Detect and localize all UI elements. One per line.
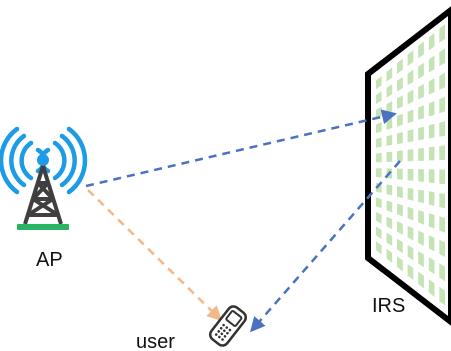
irs-element: [439, 24, 445, 43]
irs-element: [375, 197, 382, 209]
irs-element: [418, 105, 424, 120]
irs-element: [407, 149, 414, 162]
irs-element: [375, 137, 382, 148]
irs-element: [375, 122, 382, 134]
irs-element: [439, 263, 445, 282]
irs-element: [418, 210, 424, 225]
mobile-phone-icon: [208, 305, 248, 347]
irs-element: [428, 279, 435, 297]
irs-element: [397, 113, 403, 127]
irs-elements: [375, 24, 445, 306]
irs-element: [428, 213, 435, 229]
user-label: user: [136, 331, 175, 351]
irs-element: [418, 169, 424, 182]
irs-element: [428, 32, 435, 51]
irs-element: [375, 106, 382, 119]
irs-element: [428, 257, 435, 275]
irs-element: [397, 256, 403, 272]
irs-element: [397, 168, 403, 180]
irs-element: [407, 129, 414, 143]
irs-element: [407, 206, 414, 221]
irs-element: [439, 48, 445, 67]
irs-element: [386, 84, 393, 98]
irs-element: [407, 50, 414, 67]
irs-element: [407, 69, 414, 86]
irs-element: [418, 62, 424, 79]
irs-element: [407, 168, 414, 181]
irs-element: [397, 95, 403, 109]
irs-element: [428, 169, 435, 184]
irs-element: [397, 58, 403, 74]
irs-element: [375, 75, 382, 90]
irs-element: [439, 169, 445, 185]
irs-element: [397, 132, 403, 145]
irs-element: [439, 216, 445, 233]
irs-element: [428, 146, 435, 161]
irs-element: [386, 248, 393, 263]
irs-element: [375, 241, 382, 255]
link-ap-to-irs: [85, 109, 397, 188]
irs-element: [407, 187, 414, 201]
irs-element: [439, 145, 445, 161]
irs-element: [397, 186, 403, 199]
ap-label: AP: [36, 249, 63, 271]
irs-element: [397, 150, 403, 162]
irs-element: [375, 226, 382, 240]
irs-element: [375, 168, 382, 178]
irs-element: [418, 41, 424, 59]
irs-element: [418, 84, 424, 100]
irs-element: [397, 203, 403, 217]
irs-element: [439, 121, 445, 137]
irs-element: [407, 264, 414, 280]
irs-element: [386, 232, 393, 247]
irs-label: IRS: [372, 295, 406, 317]
irs-element: [439, 96, 445, 114]
link-ap-to-user: [87, 189, 223, 322]
irs-element: [407, 245, 414, 261]
irs-element: [386, 67, 393, 82]
irs-element: [428, 78, 435, 95]
irs-element: [418, 271, 424, 289]
irs-element: [439, 193, 445, 209]
irs-element: [397, 77, 403, 92]
irs-element: [386, 216, 393, 230]
irs-element: [418, 230, 424, 246]
antenna-tower-icon: [0, 126, 88, 230]
link-irs-to-user: [250, 160, 401, 333]
irs-element: [428, 191, 435, 206]
irs-element: [407, 225, 414, 241]
irs-element: [418, 251, 424, 268]
irs-element: [428, 55, 435, 73]
irs-panel: [365, 6, 451, 326]
irs-element: [386, 151, 393, 162]
irs-element: [386, 184, 393, 196]
irs-element: [418, 189, 424, 204]
irs-element: [397, 221, 403, 235]
irs-element: [428, 235, 435, 252]
irs-element: [407, 109, 414, 124]
irs-element: [407, 89, 414, 105]
irs-element: [386, 200, 393, 213]
irs-element: [428, 123, 435, 139]
irs-element: [375, 91, 382, 104]
irs-element: [439, 286, 445, 306]
irs-element: [418, 147, 424, 161]
irs-element: [428, 101, 435, 117]
tower-base: [17, 224, 69, 230]
irs-element: [375, 212, 382, 224]
irs-element: [439, 72, 445, 90]
irs-element: [418, 126, 424, 141]
irs-element: [439, 239, 445, 257]
irs-element: [375, 152, 382, 163]
irs-element: [397, 238, 403, 254]
irs-element: [386, 134, 393, 146]
